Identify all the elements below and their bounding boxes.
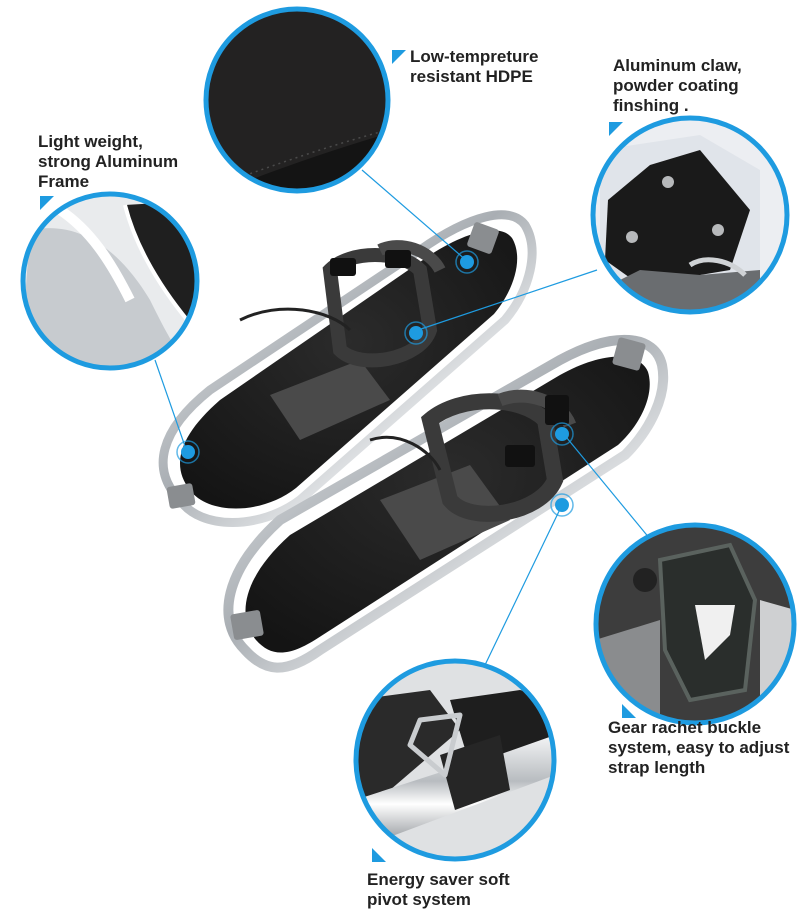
label-hdpe: Low-tempreture resistant HDPE xyxy=(410,47,539,86)
aluminum-claw-closeup xyxy=(590,115,790,315)
label-frame: Light weight, strong Aluminum Frame xyxy=(38,132,179,191)
snowshoe-right xyxy=(223,335,669,673)
label-marker-icon xyxy=(392,50,406,64)
label-marker-icon xyxy=(622,704,636,718)
label-pivot: Energy saver soft pivot system xyxy=(367,870,510,909)
snowshoe-left xyxy=(158,210,537,527)
ratchet-buckle-closeup xyxy=(593,522,797,726)
label-claw: Aluminum claw, powder coating finshing . xyxy=(613,56,742,115)
connector-lines xyxy=(154,169,656,666)
label-marker-icon xyxy=(372,848,386,862)
pivot-system-closeup xyxy=(353,658,557,862)
connector-dots xyxy=(176,250,574,517)
label-marker-icon xyxy=(40,196,54,210)
aluminum-frame-closeup xyxy=(20,191,200,371)
hdpe-deck-closeup xyxy=(203,6,391,194)
label-marker-icon xyxy=(609,122,623,136)
label-buckle: Gear rachet buckle system, easy to adjus… xyxy=(608,718,790,777)
